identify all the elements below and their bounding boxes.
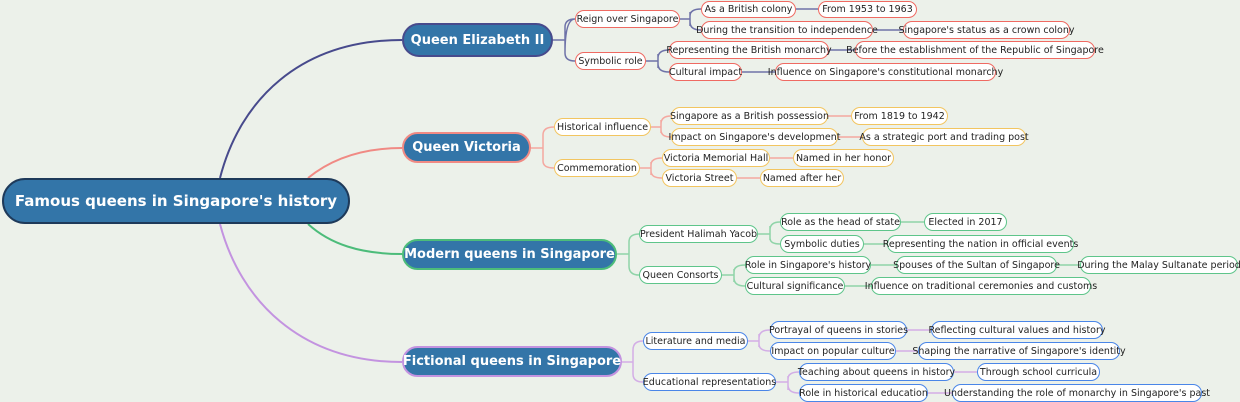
node-label: Influence on traditional ceremonies and … [864, 280, 1098, 292]
node-label: Literature and media [645, 335, 746, 347]
node-label: Understanding the role of monarchy in Si… [943, 387, 1211, 399]
node-elected-2017[interactable]: Elected in 2017 [924, 213, 1007, 231]
node-victoria-memorial-hall[interactable]: Victoria Memorial Hall [662, 149, 770, 167]
node-label: Victoria Street [665, 172, 734, 184]
node-label: Elected in 2017 [928, 216, 1003, 228]
node-label: Role as the head of state [781, 216, 900, 228]
node-reign-over-singapore[interactable]: Reign over Singapore [575, 10, 680, 28]
node-school-curricula[interactable]: Through school curricula [977, 363, 1100, 381]
root-label: Famous queens in Singapore's history [14, 192, 338, 210]
node-label: From 1819 to 1942 [854, 110, 945, 122]
node-role-in-historical-education[interactable]: Role in historical education [799, 384, 928, 402]
node-label: As a strategic port and trading post [859, 131, 1029, 143]
branch-queen-victoria[interactable]: Queen Victoria [402, 132, 531, 163]
node-label: Singapore as a British possession [670, 110, 829, 122]
node-label: Historical influence [556, 121, 649, 133]
node-label: Cultural impact [668, 66, 743, 78]
node-label: Queen Consorts [642, 269, 719, 281]
node-label: Reign over Singapore [576, 13, 679, 25]
node-teaching-about-queens[interactable]: Teaching about queens in history [797, 363, 956, 381]
node-label: Victoria Memorial Hall [663, 152, 769, 164]
node-label: Cultural significance [746, 280, 844, 292]
node-strategic-port[interactable]: As a strategic port and trading post [859, 128, 1029, 146]
node-literature-and-media[interactable]: Literature and media [643, 332, 748, 350]
node-educational-representations[interactable]: Educational representations [643, 373, 776, 391]
node-named-in-her-honor[interactable]: Named in her honor [793, 149, 894, 167]
node-label: During the Malay Sultanate period [1077, 259, 1240, 271]
node-label: Named in her honor [795, 152, 892, 164]
node-label: Role in historical education [799, 387, 928, 399]
node-label: Spouses of the Sultan of Singapore [893, 259, 1060, 271]
node-label: Teaching about queens in history [797, 366, 956, 378]
node-spouses-of-sultan[interactable]: Spouses of the Sultan of Singapore [893, 256, 1060, 274]
node-label: Role in Singapore's history [744, 259, 872, 271]
node-symbolic-duties[interactable]: Symbolic duties [780, 235, 864, 253]
branch-label: Queen Victoria [412, 140, 521, 155]
node-from-1953-to-1963[interactable]: From 1953 to 1963 [818, 1, 917, 18]
node-president-halimah-yacob[interactable]: President Halimah Yacob [639, 225, 758, 243]
node-queen-consorts[interactable]: Queen Consorts [639, 266, 722, 284]
branch-modern-queens[interactable]: Modern queens in Singapore [402, 239, 617, 270]
node-label: Impact on popular culture [771, 345, 895, 357]
node-cultural-impact[interactable]: Cultural impact [669, 63, 742, 81]
node-label: Singapore's status as a crown colony [898, 24, 1075, 36]
node-head-of-state[interactable]: Role as the head of state [780, 213, 901, 231]
node-role-in-singapore-history[interactable]: Role in Singapore's history [745, 256, 871, 274]
node-traditional-ceremonies[interactable]: Influence on traditional ceremonies and … [865, 277, 1097, 295]
node-label: Impact on Singapore's development [668, 131, 841, 143]
node-label: Representing the British monarchy [666, 44, 832, 56]
node-role-of-monarchy[interactable]: Understanding the role of monarchy in Si… [944, 384, 1210, 402]
node-label: During the transition to independence [696, 24, 878, 36]
node-label: From 1953 to 1963 [822, 4, 913, 15]
branch-fictional-queens[interactable]: Fictional queens in Singapore [402, 346, 622, 377]
node-malay-sultanate-period[interactable]: During the Malay Sultanate period [1077, 256, 1240, 274]
node-british-possession[interactable]: Singapore as a British possession [670, 107, 829, 125]
node-official-events[interactable]: Representing the nation in official even… [883, 235, 1078, 253]
node-transition-to-independence[interactable]: During the transition to independence [696, 21, 878, 39]
node-impact-on-development[interactable]: Impact on Singapore's development [668, 128, 841, 146]
node-historical-influence[interactable]: Historical influence [554, 118, 651, 136]
node-named-after-her[interactable]: Named after her [760, 169, 844, 187]
node-from-1819-to-1942[interactable]: From 1819 to 1942 [851, 107, 948, 125]
node-label: Symbolic role [578, 55, 643, 67]
node-portrayal-in-stories[interactable]: Portrayal of queens in stories [768, 321, 909, 339]
node-reflecting-cultural-values[interactable]: Reflecting cultural values and history [928, 321, 1106, 339]
node-as-a-british-colony[interactable]: As a British colony [701, 1, 796, 18]
root-node[interactable]: Famous queens in Singapore's history [2, 178, 350, 224]
node-label: Shaping the narrative of Singapore's ide… [912, 345, 1126, 357]
node-commemoration[interactable]: Commemoration [554, 159, 640, 177]
node-label: Reflecting cultural values and history [928, 324, 1106, 336]
node-victoria-street[interactable]: Victoria Street [662, 169, 737, 187]
node-label: Commemoration [557, 162, 637, 174]
node-before-republic[interactable]: Before the establishment of the Republic… [846, 41, 1104, 59]
node-symbolic-role[interactable]: Symbolic role [575, 52, 646, 70]
node-cultural-significance[interactable]: Cultural significance [745, 277, 845, 295]
node-label: Before the establishment of the Republic… [846, 44, 1104, 56]
node-crown-colony-status[interactable]: Singapore's status as a crown colony [898, 21, 1075, 39]
node-label: Influence on Singapore's constitutional … [767, 66, 1004, 78]
node-label: Through school curricula [979, 366, 1098, 378]
node-impact-on-popular-culture[interactable]: Impact on popular culture [770, 342, 896, 360]
node-label: Portrayal of queens in stories [768, 324, 909, 336]
branch-label: Queen Elizabeth II [410, 32, 545, 48]
node-representing-british-monarchy[interactable]: Representing the British monarchy [666, 41, 832, 59]
node-label: As a British colony [704, 4, 793, 15]
node-label: Named after her [762, 172, 842, 184]
branch-label: Modern queens in Singapore [404, 247, 615, 262]
node-constitutional-monarchy-influence[interactable]: Influence on Singapore's constitutional … [768, 63, 1003, 81]
node-singapore-identity-narrative[interactable]: Shaping the narrative of Singapore's ide… [912, 342, 1126, 360]
node-label: Educational representations [642, 376, 777, 388]
node-label: Representing the nation in official even… [882, 238, 1079, 250]
node-label: President Halimah Yacob [639, 228, 758, 240]
branch-queen-elizabeth-ii[interactable]: Queen Elizabeth II [402, 23, 553, 57]
branch-label: Fictional queens in Singapore [402, 354, 622, 369]
node-label: Symbolic duties [784, 238, 860, 250]
